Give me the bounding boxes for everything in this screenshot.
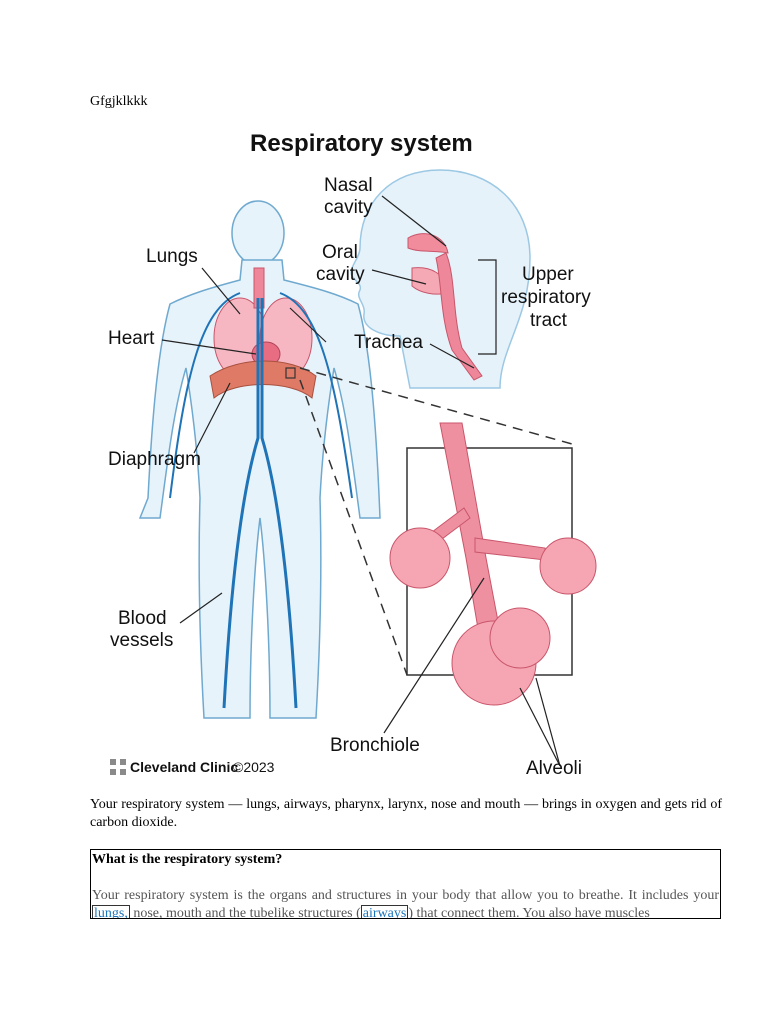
document-heading: Gfgjklkkk xyxy=(90,94,148,109)
info-box-body: Your respiratory system is the organs an… xyxy=(92,887,719,919)
label-nasal-cavity-line1: Nasal xyxy=(324,175,373,196)
figure-title: Respiratory system xyxy=(250,130,473,157)
human-body xyxy=(138,200,381,719)
info-box-text-part1: Your respiratory system is the organs an… xyxy=(92,888,719,903)
label-alveoli: Alveoli xyxy=(526,758,582,779)
label-upper-tract-line1: Upper xyxy=(522,264,574,285)
lungs-link[interactable]: lungs, xyxy=(92,905,130,918)
label-trachea: Trachea xyxy=(354,332,423,353)
respiratory-system-illustration: Respiratory system xyxy=(108,130,597,779)
label-diaphragm: Diaphragm xyxy=(108,449,201,470)
label-lungs: Lungs xyxy=(146,246,198,267)
label-blood-vessels-line2: vessels xyxy=(110,630,173,651)
info-box-title: What is the respiratory system? xyxy=(92,852,283,867)
info-box-text-part3: ) that connect them. You also have muscl… xyxy=(408,906,650,919)
bronchiole-zoom xyxy=(299,367,597,706)
head-profile xyxy=(350,169,531,389)
copyright-text: ©2023 xyxy=(233,759,275,775)
label-upper-tract-line2: respiratory xyxy=(501,287,591,308)
label-bronchiole: Bronchiole xyxy=(330,735,420,756)
leader-lines xyxy=(161,195,561,767)
cleveland-clinic-logo xyxy=(110,759,126,775)
info-box-text-part2: nose, mouth and the tubelike structures … xyxy=(129,906,361,919)
label-oral-cavity-line1: Oral xyxy=(322,242,358,263)
airways-link[interactable]: airways xyxy=(360,905,409,918)
label-heart: Heart xyxy=(108,328,155,349)
label-nasal-cavity-line2: cavity xyxy=(324,197,373,218)
label-blood-vessels-line1: Blood xyxy=(118,608,167,629)
figure-caption: Your respiratory system — lungs, airways… xyxy=(90,797,722,830)
label-oral-cavity-line2: cavity xyxy=(316,264,365,285)
label-upper-tract-line3: tract xyxy=(530,310,568,331)
credit-text: Cleveland Clinic xyxy=(130,759,238,775)
info-box: What is the respiratory system? Your res… xyxy=(90,849,721,919)
